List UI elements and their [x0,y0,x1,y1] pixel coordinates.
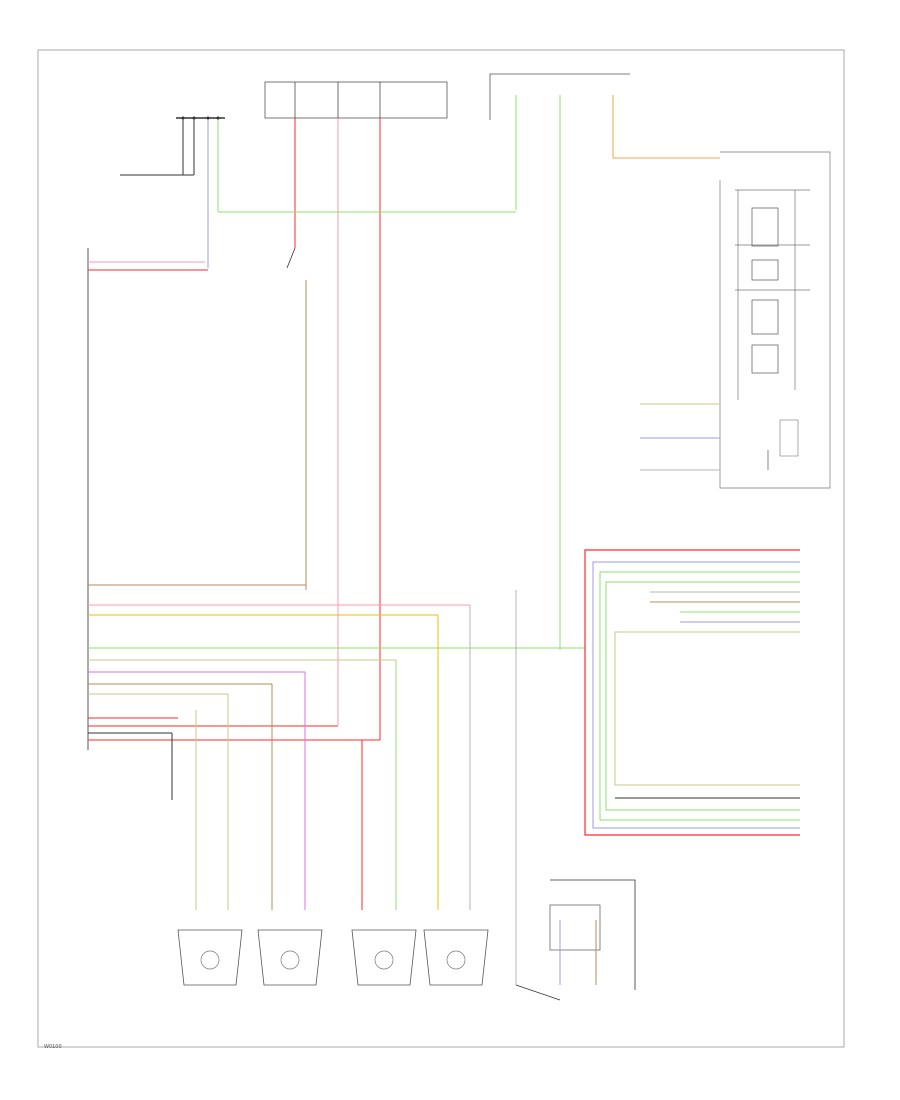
bus-wires [88,584,585,741]
diagram-border [37,49,845,1048]
parking-brake-switch [515,879,636,1001]
instrument-cluster [613,151,831,489]
top-left-sensor [120,116,225,268]
top-fuse-box [264,81,448,119]
fuse-wires [294,118,381,740]
wheel-sensors [177,929,489,986]
right-connector-bundle [584,549,800,836]
wheel-sensor-wires [195,590,517,985]
brake-light-switch [286,247,307,590]
diagram-code: W0100 [44,1044,62,1050]
top-right-relay-box [489,73,630,250]
